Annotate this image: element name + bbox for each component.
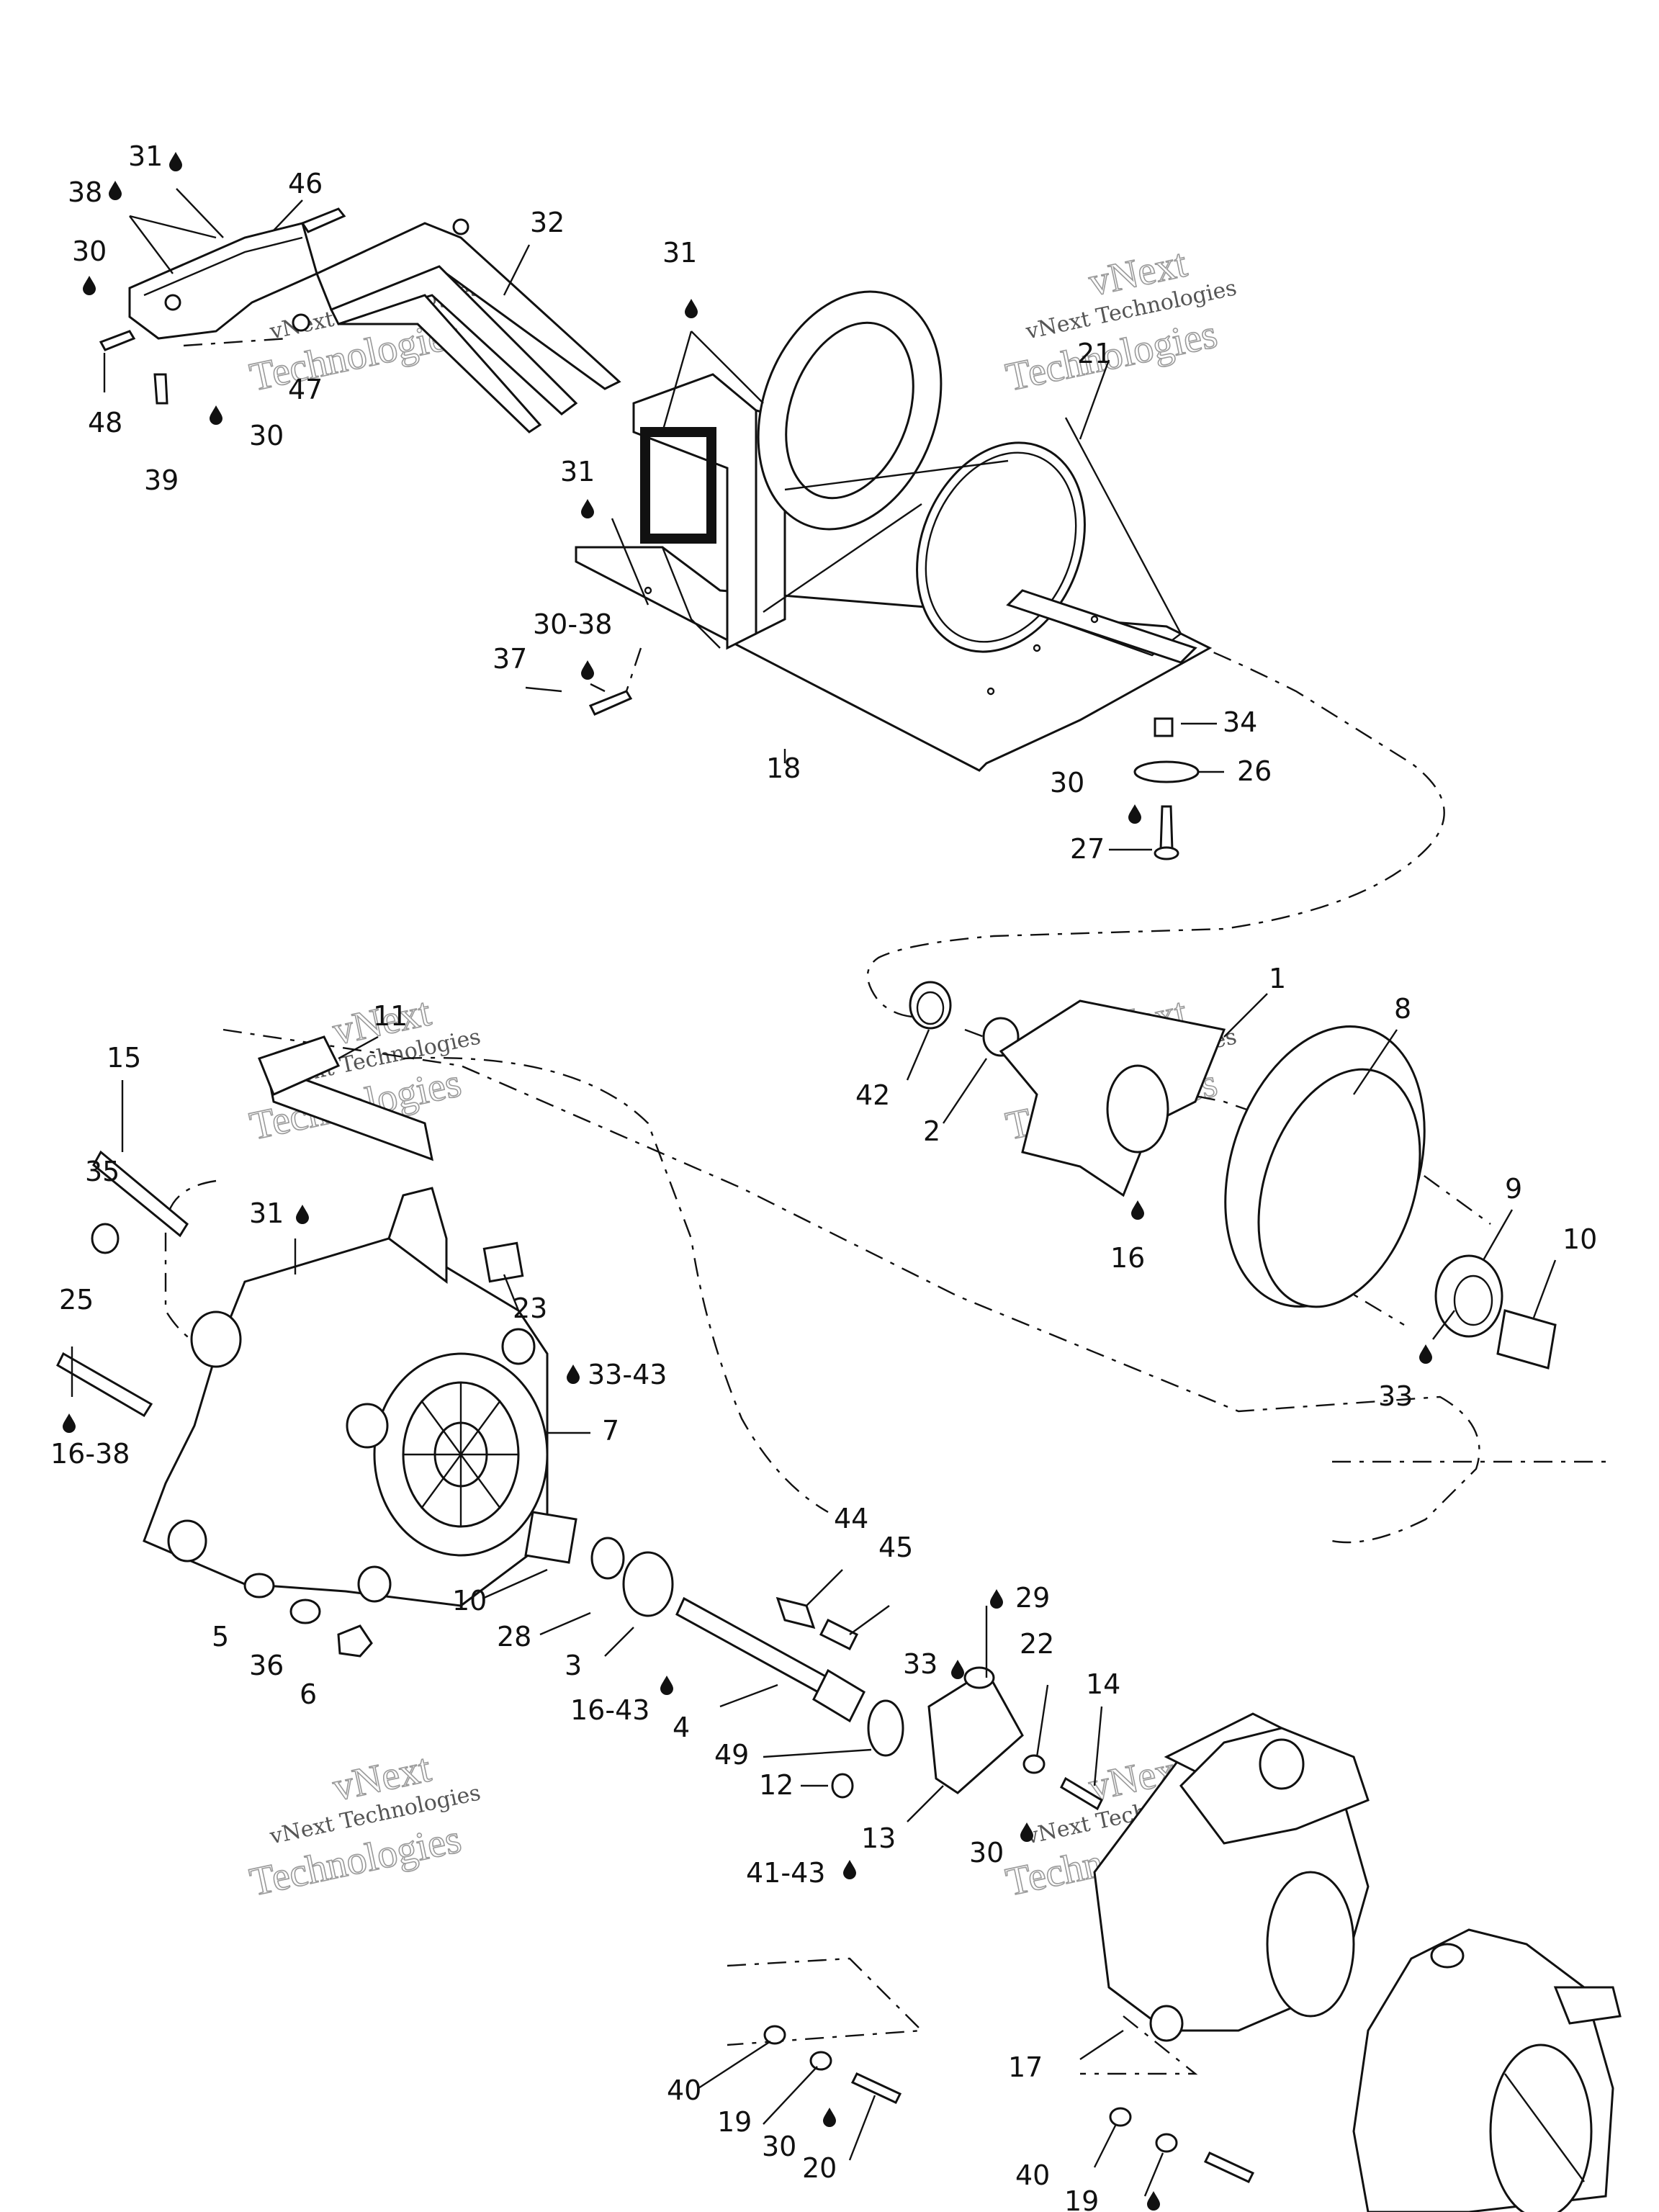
callout-32: 32 xyxy=(530,207,565,238)
oil-drop-icon xyxy=(1419,1344,1432,1364)
callout-38: 38 xyxy=(68,176,102,208)
callout-30: 30 xyxy=(249,420,284,451)
callout-19: 19 xyxy=(717,2106,752,2138)
callout-12: 12 xyxy=(759,1769,793,1801)
oil-drop-icon xyxy=(1147,2191,1160,2211)
callout-44: 44 xyxy=(834,1503,868,1534)
callout-16: 16 xyxy=(1110,1242,1145,1274)
callout-20: 20 xyxy=(802,2152,837,2184)
oil-drop-icon xyxy=(567,1364,580,1384)
pump-support-18 xyxy=(575,290,1213,772)
callout-45: 45 xyxy=(878,1532,913,1563)
callout-40: 40 xyxy=(1015,2159,1050,2191)
pump-housing-group xyxy=(56,1035,549,1658)
oil-drop-icon xyxy=(990,1589,1003,1609)
callout-33-43: 33-43 xyxy=(588,1359,667,1390)
callout-3: 3 xyxy=(565,1650,582,1681)
oil-drop-icon xyxy=(63,1413,76,1433)
callout-1: 1 xyxy=(1269,963,1286,994)
support-fasteners xyxy=(588,690,1200,860)
callout-49: 49 xyxy=(714,1739,749,1771)
shaft-group xyxy=(524,1511,1103,1811)
callout-17: 17 xyxy=(1008,2051,1043,2083)
callout-30: 30 xyxy=(72,235,107,267)
callout-33: 33 xyxy=(903,1648,938,1680)
callout-39: 39 xyxy=(144,464,179,496)
oil-drop-icon xyxy=(109,181,122,200)
callout-40: 40 xyxy=(667,2074,701,2106)
callout-30: 30 xyxy=(762,2131,796,2162)
callout-30: 30 xyxy=(1050,767,1084,799)
callout-23: 23 xyxy=(513,1292,547,1324)
callout-35: 35 xyxy=(85,1156,120,1187)
callout-15: 15 xyxy=(107,1042,141,1074)
callout-31: 31 xyxy=(249,1197,284,1229)
oil-drop-icon xyxy=(581,660,594,680)
oil-drop-icon xyxy=(843,1860,856,1879)
leader-lines xyxy=(71,188,1557,2197)
callout-47: 47 xyxy=(288,374,323,405)
callout-10: 10 xyxy=(452,1585,487,1617)
oil-drop-icon xyxy=(83,276,96,295)
callout-28: 28 xyxy=(497,1621,531,1653)
oil-drop-icon xyxy=(1131,1200,1144,1220)
callout-29: 29 xyxy=(1015,1582,1050,1614)
callout-30: 30 xyxy=(969,1837,1004,1869)
oil-drop-icon xyxy=(1128,804,1141,824)
callout-48: 48 xyxy=(88,407,122,439)
callout-31: 31 xyxy=(662,237,697,269)
callout-41-43: 41-43 xyxy=(746,1857,825,1889)
top-bracket-assembly xyxy=(99,207,621,433)
oil-drop-icon xyxy=(210,405,222,425)
callout-9: 9 xyxy=(1505,1173,1522,1205)
oil-drop-icon xyxy=(581,499,594,518)
venturi-group xyxy=(763,1712,1622,2212)
callout-42: 42 xyxy=(855,1079,890,1111)
callout-4: 4 xyxy=(673,1712,690,1743)
callout-19: 19 xyxy=(1064,2185,1099,2212)
callout-10: 10 xyxy=(1563,1223,1597,1255)
callout-34: 34 xyxy=(1223,706,1257,738)
callout-16-38: 16-38 xyxy=(50,1438,130,1470)
oil-drop-icon xyxy=(951,1660,964,1679)
callout-46: 46 xyxy=(288,168,323,199)
callout-18: 18 xyxy=(766,752,801,784)
callout-13: 13 xyxy=(861,1822,896,1854)
oil-drop-icon xyxy=(685,299,698,318)
callout-22: 22 xyxy=(1020,1628,1054,1660)
callout-31: 31 xyxy=(128,140,163,172)
callout-30-38: 30-38 xyxy=(533,608,612,640)
callout-26: 26 xyxy=(1237,755,1272,787)
callout-14: 14 xyxy=(1086,1668,1120,1700)
impeller-group xyxy=(909,981,1557,1370)
callout-31: 31 xyxy=(560,456,595,487)
callout-6: 6 xyxy=(300,1678,317,1710)
callout-2: 2 xyxy=(923,1115,940,1147)
oil-drop-icon xyxy=(169,152,182,171)
oil-drop-icon xyxy=(660,1676,673,1695)
callout-25: 25 xyxy=(59,1284,94,1316)
callout-27: 27 xyxy=(1070,833,1105,865)
callout-8: 8 xyxy=(1394,993,1411,1025)
callout-37: 37 xyxy=(493,643,527,675)
callout-33: 33 xyxy=(1378,1380,1413,1412)
callout-21: 21 xyxy=(1077,338,1112,369)
oil-drop-icon xyxy=(296,1205,309,1224)
callout-labels: 31 38 46 30 32 31 21 47 48 30 39 31 30-3… xyxy=(50,140,1597,2212)
callout-5: 5 xyxy=(212,1621,229,1653)
callout-16-43: 16-43 xyxy=(570,1694,649,1726)
callout-36: 36 xyxy=(249,1650,284,1681)
oil-drop-icon xyxy=(823,2108,836,2127)
callout-11: 11 xyxy=(373,1000,408,1032)
callout-7: 7 xyxy=(602,1415,619,1447)
